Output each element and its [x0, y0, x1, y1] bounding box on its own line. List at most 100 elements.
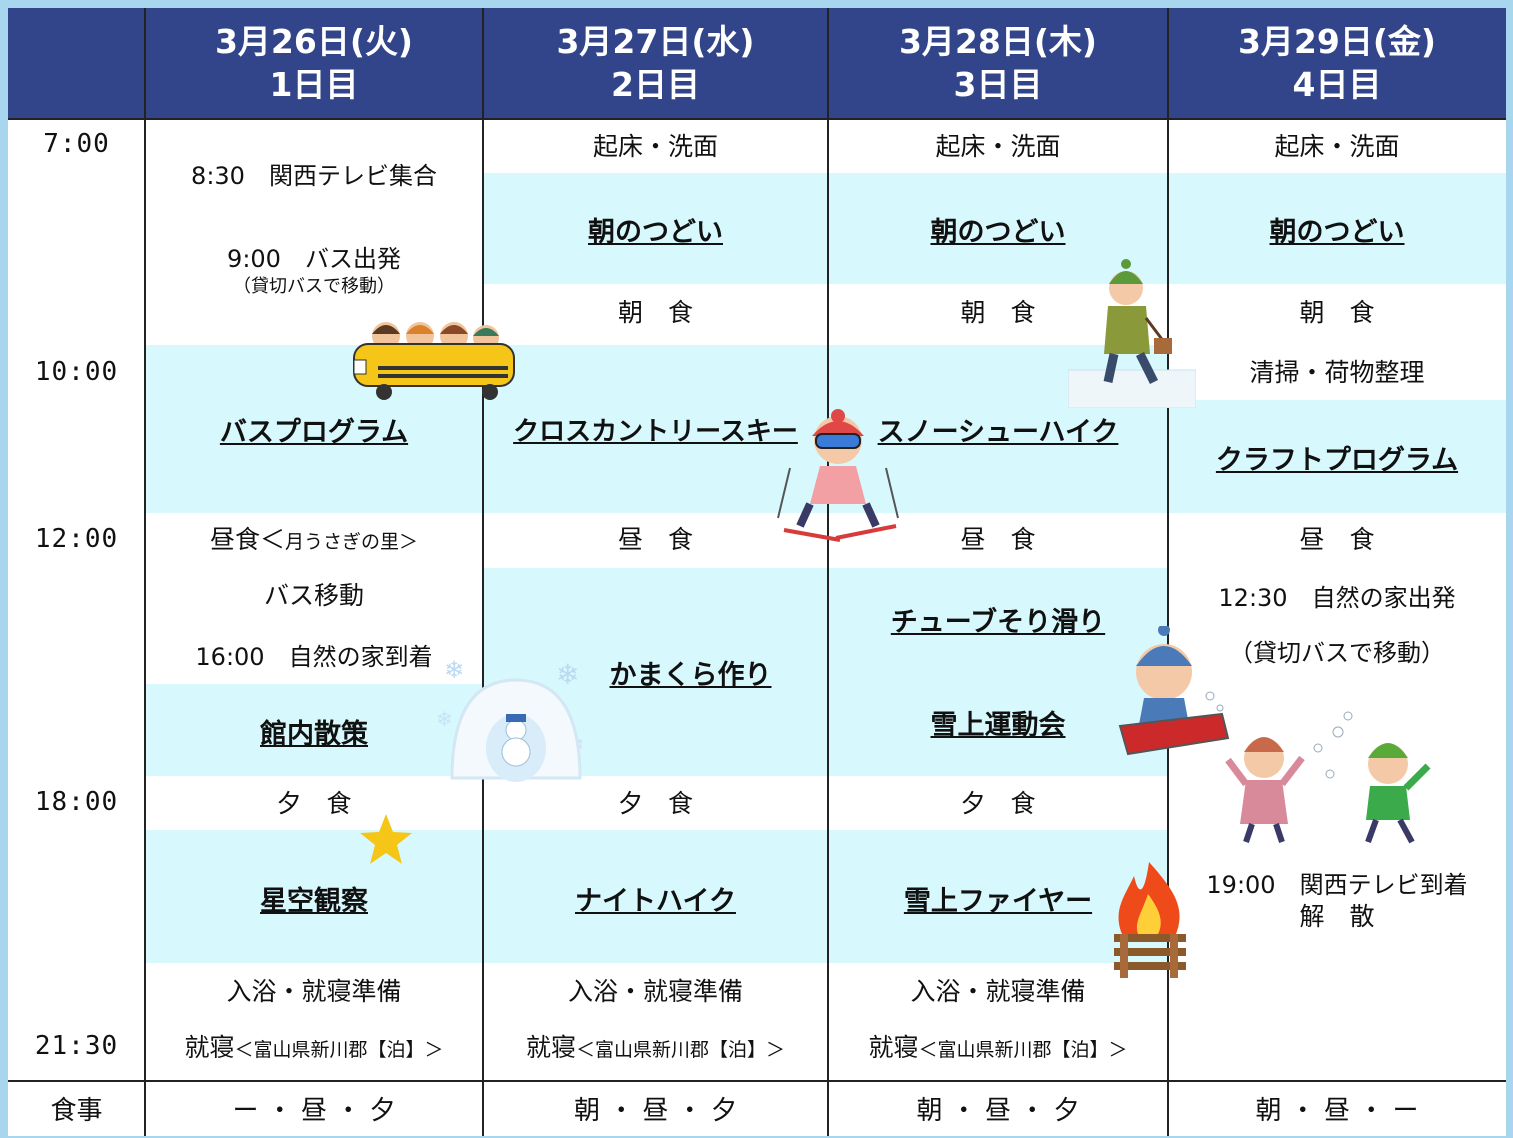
day2-ski: クロスカントリースキー	[513, 416, 798, 447]
column-divider	[827, 8, 829, 1136]
header-day-number: 2日目	[611, 65, 700, 104]
band-walk	[145, 684, 483, 776]
day3-snowshoe: スノーシューハイク	[877, 416, 1119, 448]
svg-text:❄: ❄	[556, 658, 579, 691]
day3-bath: 入浴・就寝準備	[910, 977, 1086, 1006]
time-label: 12:00	[34, 524, 119, 554]
day3-dinner: 夕 食	[960, 789, 1036, 818]
column-divider	[1167, 8, 1169, 1136]
day3-fire: 雪上ファイヤー	[903, 885, 1093, 917]
day4-breakfast: 朝 食	[1299, 298, 1375, 327]
header-divider	[8, 118, 1506, 120]
header-day-2: 3月27日(水) 2日目	[483, 8, 828, 118]
sleep-place: ＜富山県新川郡【泊】＞	[576, 1039, 786, 1061]
header-day-1: 3月26日(火) 1日目	[145, 8, 483, 118]
header-day-4: 3月29日(金) 4日目	[1168, 8, 1506, 118]
sleep-text: 就寝	[525, 1033, 576, 1062]
day4-depart: 12:30 自然の家出発	[1218, 583, 1456, 612]
day2-morning: 朝のつどい	[588, 216, 723, 248]
bonfire-icon	[1114, 862, 1186, 978]
band-tube	[828, 568, 1168, 776]
day3-morning: 朝のつどい	[930, 216, 1066, 248]
day4-wake: 起床・洗面	[1274, 132, 1400, 161]
sleep-text: 就寝	[184, 1033, 235, 1062]
day3-lunch: 昼 食	[960, 525, 1036, 554]
header-date: 3月27日(水)	[556, 22, 755, 61]
igloo-icon: ❄ ❄ ❄ ❄	[436, 656, 584, 782]
day3-sports: 雪上運動会	[930, 709, 1066, 741]
header-date: 3月29日(金)	[1237, 22, 1437, 61]
day1-bus-depart: 9:00 バス出発	[227, 244, 401, 273]
schedule-table: 3月26日(火) 1日目 3月27日(水) 2日目 3月28日(木) 3日目 3…	[8, 8, 1506, 1136]
svg-text:❄: ❄	[436, 707, 453, 731]
day2-kamakura: かまくら作り	[609, 659, 772, 691]
day2-lunch: 昼 食	[617, 525, 693, 554]
band-ski	[483, 345, 828, 513]
time-label: 7:00	[43, 129, 110, 159]
header-corner	[8, 8, 145, 118]
day4-bus-note: （貸切バスで移動）	[1229, 638, 1445, 667]
sleep-place: ＜富山県新川郡【泊】＞	[918, 1039, 1128, 1061]
day4-clean: 清掃・荷物整理	[1249, 358, 1425, 387]
skier-icon	[777, 409, 899, 542]
day2-sleep: 就寝＜富山県新川郡【泊】＞	[483, 1028, 828, 1068]
band-morning	[1168, 173, 1506, 284]
svg-text:❄: ❄	[444, 656, 464, 684]
sleep-text: 就寝	[868, 1033, 919, 1062]
day4-dismiss: 解 散	[1299, 902, 1375, 931]
lunch-place: 月うさぎの里＞	[285, 531, 419, 553]
sleep-place: ＜富山県新川郡【泊】＞	[234, 1039, 444, 1061]
meals-label: 食事	[50, 1096, 103, 1126]
header-day-number: 3日目	[953, 65, 1043, 104]
column-divider	[482, 8, 484, 1136]
day2-breakfast: 朝 食	[617, 298, 693, 327]
day1-arrive: 16:00 自然の家到着	[195, 642, 433, 671]
moon-star-icon	[360, 814, 481, 965]
day3-breakfast: 朝 食	[960, 298, 1036, 327]
day1-walk: 館内散策	[260, 718, 368, 750]
day3-tube: チューブそり滑り	[890, 606, 1106, 638]
day4-craft: クラフトプログラム	[1215, 444, 1459, 476]
day1-sleep: 就寝＜富山県新川郡【泊】＞	[145, 1028, 483, 1068]
day1-bath: 入浴・就寝準備	[226, 977, 402, 1006]
day2-night: ナイトハイク	[575, 885, 736, 917]
header-date: 3月28日(木)	[898, 22, 1098, 61]
bus-icon	[353, 322, 515, 400]
day1-lunch: 昼食＜月うさぎの里＞	[145, 520, 483, 560]
day4-lunch: 昼 食	[1299, 525, 1375, 554]
header-day-number: 1日目	[269, 65, 359, 104]
band-fire	[828, 830, 1168, 963]
day2-wake: 起床・洗面	[592, 132, 718, 161]
day3-wake: 起床・洗面	[935, 132, 1061, 161]
band-night	[483, 830, 828, 963]
snowball-kids-icon	[1225, 711, 1431, 844]
header-day-3: 3月28日(木) 3日目	[828, 8, 1168, 118]
hiker-icon	[1068, 259, 1196, 408]
band-star	[145, 830, 483, 963]
day1-gather: 8:30 関西テレビ集合	[191, 161, 437, 190]
meals-divider	[8, 1080, 1506, 1082]
header-day-number: 4日目	[1292, 65, 1382, 104]
header-date: 3月26日(火)	[214, 22, 414, 61]
day2-dinner: 夕 食	[617, 789, 693, 818]
day1-bus-note: （貸切バスで移動）	[233, 276, 395, 297]
band-craft	[1168, 400, 1506, 513]
day4-arrive: 19:00 関西テレビ到着	[1206, 870, 1468, 899]
meals-day-3: 朝 ・ 昼 ・ 夕	[916, 1096, 1080, 1126]
day1-dinner: 夕 食	[276, 789, 352, 818]
day2-bath: 入浴・就寝準備	[567, 977, 743, 1006]
meals-day-4: 朝 ・ 昼 ・ ー	[1255, 1096, 1419, 1126]
day4-morning: 朝のつどい	[1269, 216, 1405, 248]
day1-bus-move: バス移動	[263, 581, 364, 610]
column-divider	[144, 8, 146, 1136]
band-morning	[828, 173, 1168, 284]
meals-day-1: ー ・ 昼 ・ 夕	[232, 1096, 396, 1126]
lunch-text: 昼食＜	[209, 525, 285, 554]
time-label: 10:00	[34, 357, 119, 387]
band-morning	[483, 173, 828, 284]
meals-day-2: 朝 ・ 昼 ・ 夕	[573, 1096, 738, 1126]
time-label: 18:00	[34, 787, 119, 817]
day1-bus-program: バスプログラム	[219, 416, 409, 448]
day1-star: 星空観察	[260, 885, 368, 917]
sled-icon	[1118, 626, 1230, 756]
